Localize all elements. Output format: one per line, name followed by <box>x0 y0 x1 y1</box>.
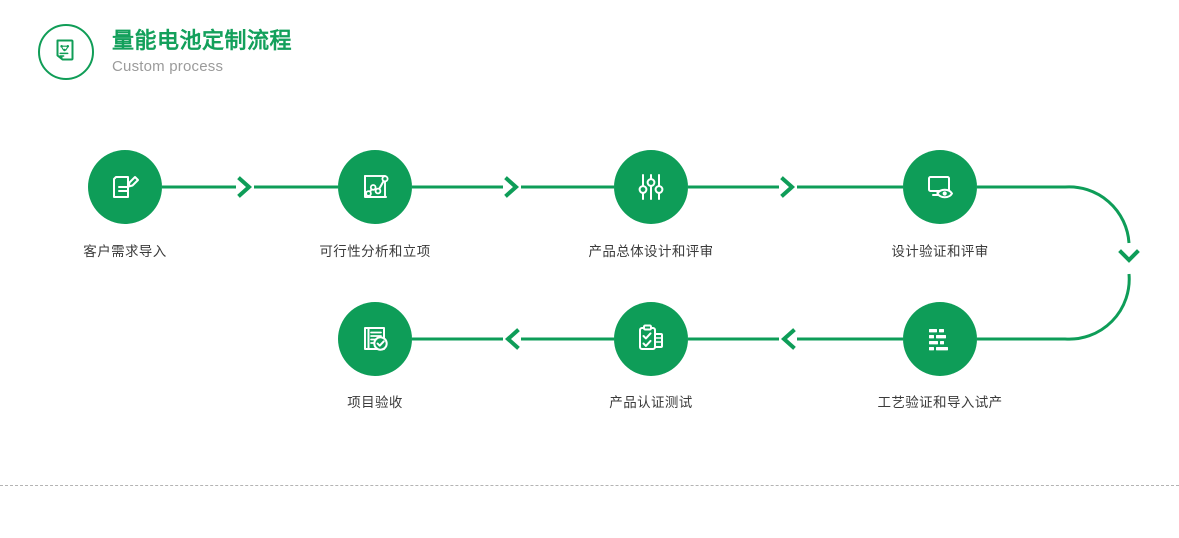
process-document-icon <box>38 24 94 80</box>
flow-node-4[interactable] <box>903 150 977 224</box>
page-subtitle: Custom process <box>112 58 224 76</box>
sliders-icon <box>633 169 669 205</box>
page-title: 量能电池定制流程 <box>112 27 293 53</box>
connector-curve-upper <box>977 185 1131 244</box>
connector-curve-lower <box>977 273 1131 341</box>
flow-node-2[interactable] <box>338 150 412 224</box>
flow-node-3[interactable] <box>614 150 688 224</box>
chevron-right-icon <box>237 176 253 198</box>
chevron-right-icon <box>504 176 520 198</box>
flow-node-7[interactable] <box>338 302 412 376</box>
header-text: 量能电池定制流程 Custom process <box>112 28 292 76</box>
flow-node-1-label: 客户需求导入 <box>83 244 167 259</box>
flow-node-4-label: 设计验证和评审 <box>891 244 989 259</box>
section-divider <box>0 485 1179 486</box>
clipboard-check-icon <box>633 321 669 357</box>
flow-node-5-label: 工艺验证和导入试产 <box>877 395 1003 410</box>
flow-node-6-label: 产品认证测试 <box>609 395 693 410</box>
flow-node-7-label: 项目验收 <box>347 395 403 410</box>
section-header: 量能电池定制流程 Custom process <box>38 24 292 80</box>
line-chart-icon <box>357 169 393 205</box>
bar-levels-icon <box>922 321 958 357</box>
flow-node-1[interactable] <box>88 150 162 224</box>
chevron-right-icon <box>780 176 796 198</box>
chevron-down-icon <box>1118 249 1140 263</box>
document-pencil-icon <box>107 169 143 205</box>
chevron-left-icon <box>780 328 796 350</box>
chevron-left-icon <box>504 328 520 350</box>
flow-node-2-label: 可行性分析和立项 <box>319 244 431 259</box>
flow-node-3-label: 产品总体设计和评审 <box>588 244 714 259</box>
monitor-eye-icon <box>922 169 958 205</box>
document-check-icon <box>357 321 393 357</box>
flow-node-5[interactable] <box>903 302 977 376</box>
flow-node-6[interactable] <box>614 302 688 376</box>
